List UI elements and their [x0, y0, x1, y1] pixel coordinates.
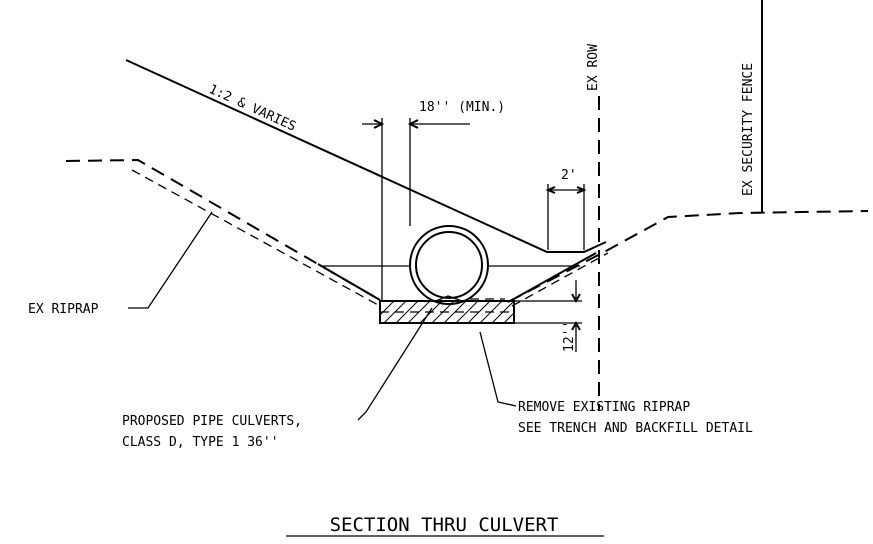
min-clearance-label: 18'' (MIN.) [419, 100, 505, 115]
fill-slope-line [125, 59, 607, 253]
ex-riprap-leader [128, 211, 213, 309]
trench-left-slope [317, 263, 381, 301]
remove-riprap-label-line1: REMOVE EXISTING RIPRAP [518, 400, 690, 415]
existing-riprap-right [511, 252, 609, 307]
proposed-pipe-leader [357, 307, 433, 421]
proposed-pipe-label-line1: PROPOSED PIPE CULVERTS, [122, 414, 302, 429]
twelve-inch-label: 12'' [562, 321, 577, 352]
remove-riprap-label-line2: SEE TRENCH AND BACKFILL DETAIL [518, 421, 753, 436]
bedding-zone [379, 295, 515, 324]
pipe-culvert [409, 225, 489, 305]
remove-riprap-leader [479, 331, 517, 407]
proposed-pipe-label-line2: CLASS D, TYPE 1 36'' [122, 435, 279, 450]
two-foot-label: 2' [561, 168, 577, 183]
ex-riprap-label: EX RIPRAP [28, 302, 99, 317]
twelve-inch-dimension [514, 280, 582, 352]
slope-label: 1:2 & VARIES [206, 82, 298, 135]
two-foot-dimension [545, 184, 587, 250]
existing-riprap-left [131, 169, 381, 307]
existing-ground-left [65, 158, 381, 301]
existing-ground-right [507, 210, 869, 303]
min-clearance-dimension [362, 118, 470, 302]
trench-right-slope [511, 252, 597, 301]
section-title: SECTION THRU CULVERT [330, 514, 559, 536]
ex-security-fence-label: EX SECURITY FENCE [741, 63, 756, 196]
ex-row-label: EX ROW [586, 44, 601, 91]
